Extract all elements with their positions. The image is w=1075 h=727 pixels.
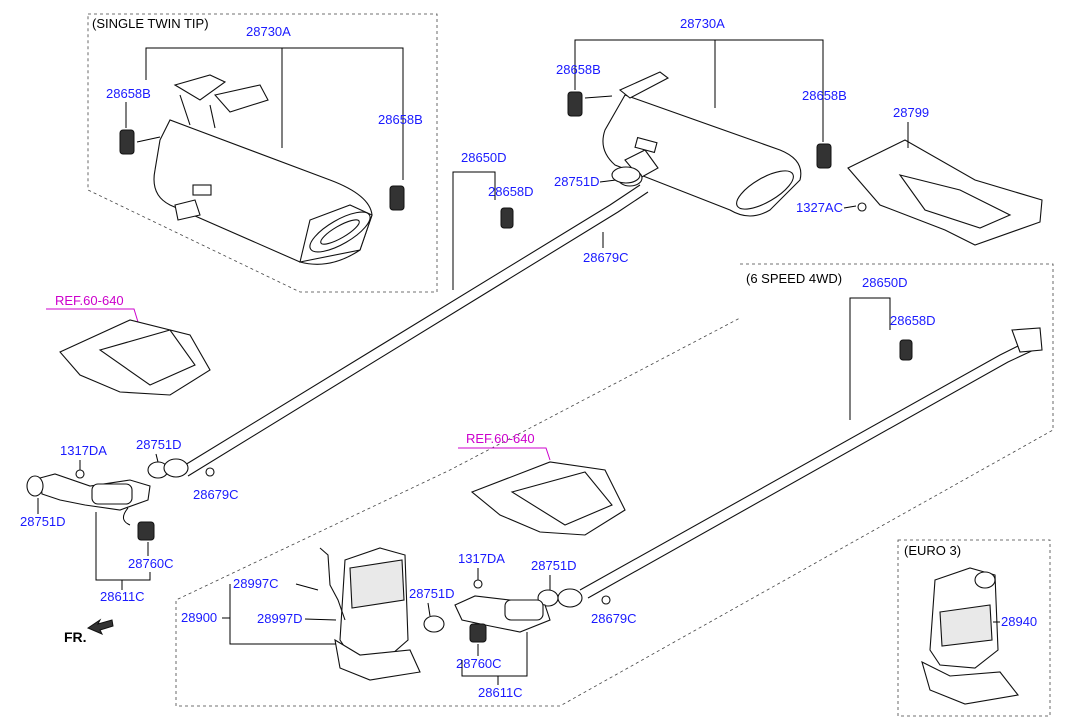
label-28751D-farleft[interactable]: 28751D: [20, 514, 66, 529]
isolator-right-2: [816, 143, 832, 169]
label-28658B-right2[interactable]: 28658B: [802, 88, 847, 103]
ref-left[interactable]: REF.60-640: [55, 293, 124, 308]
isolator-left-1: [119, 129, 135, 155]
label-28679C-midleft[interactable]: 28679C: [193, 487, 239, 502]
label-28730A-left[interactable]: 28730A: [246, 24, 291, 39]
label-1317DA-mid[interactable]: 1317DA: [458, 551, 505, 566]
isolator-right-1: [567, 91, 583, 117]
label-28997C[interactable]: 28997C: [233, 576, 279, 591]
label-28650D-right[interactable]: 28650D: [862, 275, 908, 290]
label-28940[interactable]: 28940: [1001, 614, 1037, 629]
euro3-box: [897, 539, 1051, 717]
label-28751D-mid1[interactable]: 28751D: [531, 558, 577, 573]
label-1327AC[interactable]: 1327AC: [796, 200, 843, 215]
catalytic-converter-28900: [319, 547, 421, 681]
label-28751D-midleft[interactable]: 28751D: [136, 437, 182, 452]
label-28658B-right1[interactable]: 28658B: [556, 62, 601, 77]
single-twin-tip-box: [87, 13, 438, 293]
label-28751D-top[interactable]: 28751D: [554, 174, 600, 189]
front-arrow-icon: [86, 618, 114, 635]
isolator-front-mid: [469, 623, 487, 643]
catalytic-converter-28940: [921, 567, 1020, 705]
group-single-twin-tip: (SINGLE TWIN TIP): [92, 16, 209, 31]
isolator-front-left: [137, 521, 155, 541]
center-pipe-4wd: [579, 327, 1043, 599]
group-euro3: (EURO 3): [904, 543, 961, 558]
front-pipe-catalyst-mid: [454, 595, 551, 633]
six-speed-4wd-box: [175, 263, 1054, 707]
label-28658D-top[interactable]: 28658D: [488, 184, 534, 199]
label-28650D-top[interactable]: 28650D: [461, 150, 507, 165]
label-28730A-right[interactable]: 28730A: [680, 16, 725, 31]
isolator-pipe-top: [500, 207, 514, 229]
label-28799[interactable]: 28799: [893, 105, 929, 120]
front-direction-label: FR.: [64, 629, 87, 645]
muffler-twin-tip: [153, 74, 373, 265]
label-28679C-mid[interactable]: 28679C: [591, 611, 637, 626]
label-28658B-left1[interactable]: 28658B: [106, 86, 151, 101]
label-28751D-mid2[interactable]: 28751D: [409, 586, 455, 601]
label-28997D[interactable]: 28997D: [257, 611, 303, 626]
label-28611C-left[interactable]: 28611C: [100, 589, 145, 604]
label-28658D-right[interactable]: 28658D: [890, 313, 936, 328]
group-six-speed-4wd: (6 SPEED 4WD): [746, 271, 842, 286]
ref-mid[interactable]: REF.60-640: [466, 431, 535, 446]
label-1317DA-left[interactable]: 1317DA: [60, 443, 107, 458]
label-28679C-top[interactable]: 28679C: [583, 250, 629, 265]
label-28611C-mid[interactable]: 28611C: [478, 685, 523, 700]
label-28760C-left[interactable]: 28760C: [128, 556, 174, 571]
label-28658B-left2[interactable]: 28658B: [378, 112, 423, 127]
label-28760C-mid[interactable]: 28760C: [456, 656, 502, 671]
muffler-main: [602, 71, 802, 217]
isolator-pipe-right: [899, 339, 913, 361]
label-28900[interactable]: 28900: [181, 610, 217, 625]
front-pipe-catalyst-left: [26, 473, 151, 511]
isolator-left-2: [389, 185, 405, 211]
